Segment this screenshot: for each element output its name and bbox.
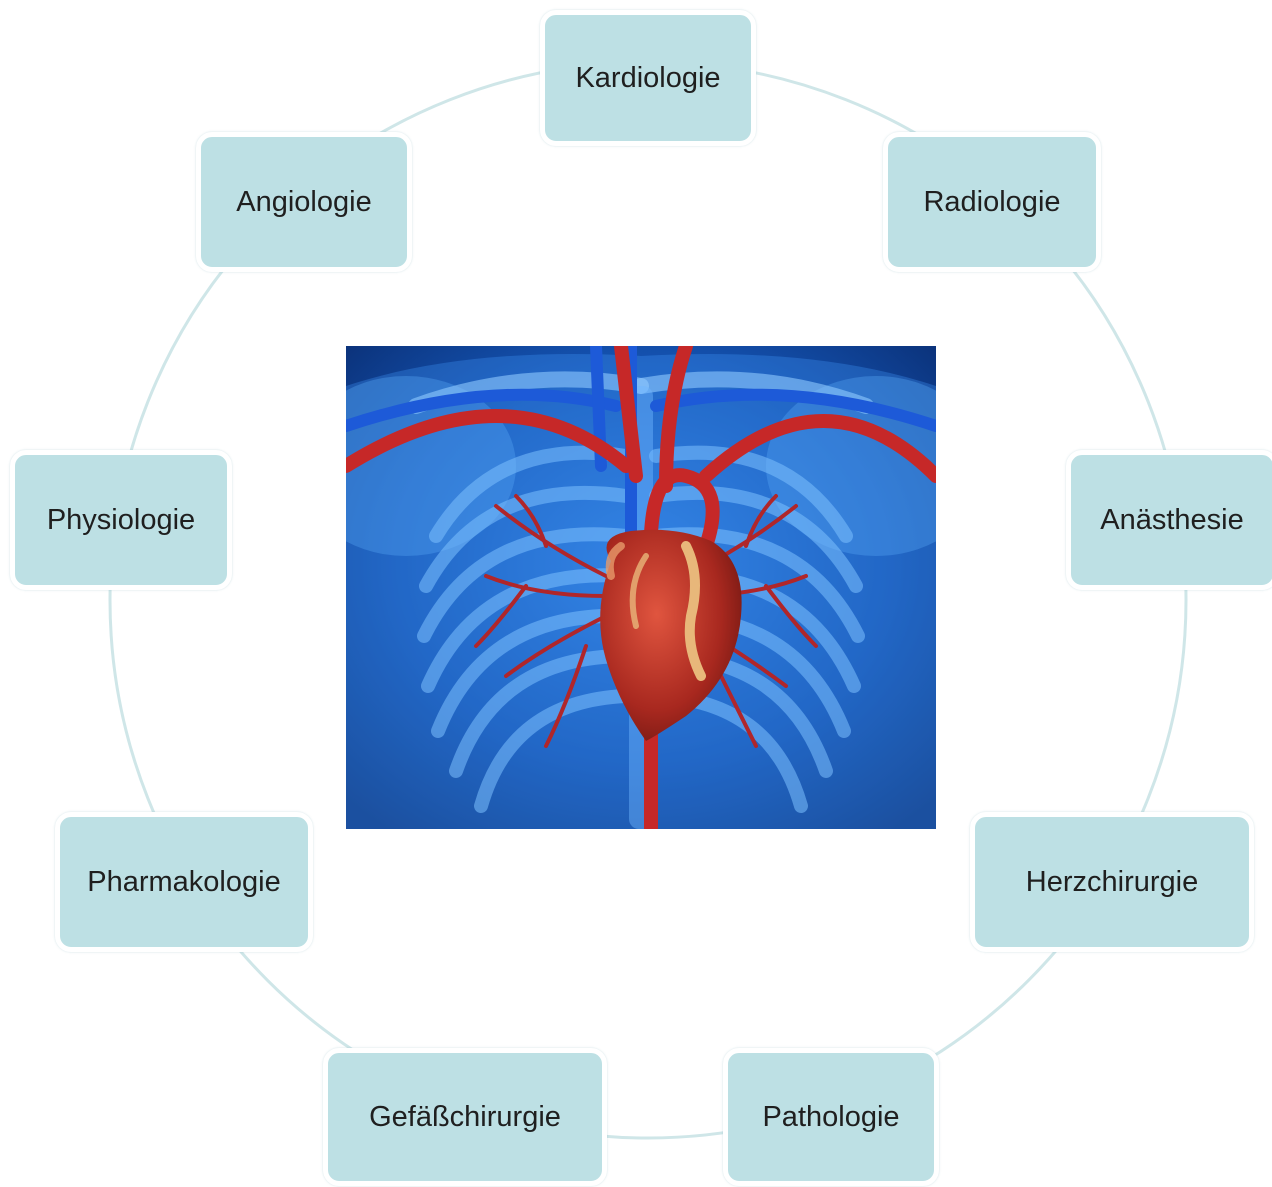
node-kardiologie: Kardiologie (540, 10, 756, 146)
node-gefaesschirurgie: Gefäßchirurgie (323, 1048, 607, 1186)
node-anaesthesie: Anästhesie (1066, 450, 1272, 590)
heart-anatomy-image (346, 346, 936, 829)
node-angiologie: Angiologie (196, 132, 412, 272)
node-pathologie: Pathologie (723, 1048, 939, 1186)
node-physiologie: Physiologie (10, 450, 232, 590)
node-herzchirurgie: Herzchirurgie (970, 812, 1254, 952)
node-pharmakologie: Pharmakologie (55, 812, 313, 952)
node-radiologie: Radiologie (883, 132, 1101, 272)
